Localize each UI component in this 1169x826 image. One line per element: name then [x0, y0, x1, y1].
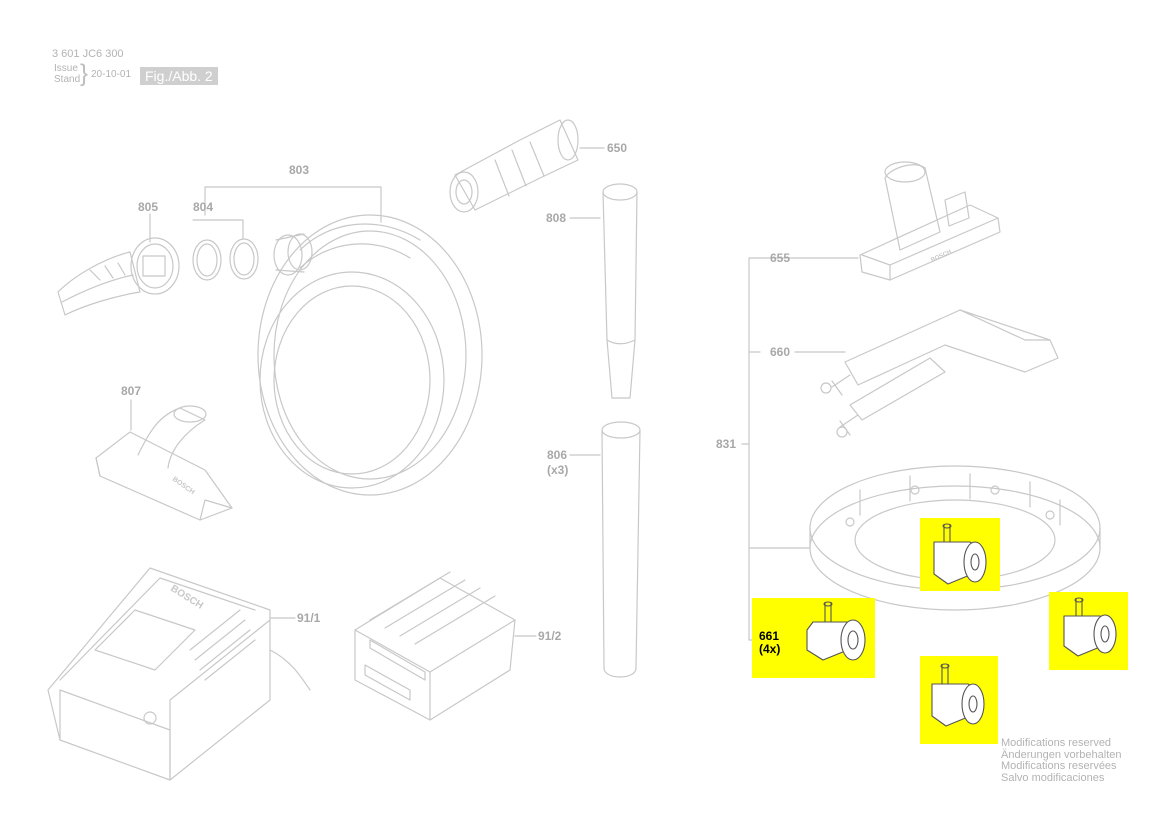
caster-2	[933, 523, 987, 585]
floor-nozzle-brand-mark: BOSCH	[930, 249, 952, 264]
issue-date: 20-10-01	[91, 69, 132, 80]
upholstery-nozzle-drawing	[95, 405, 233, 521]
leader-804	[192, 219, 244, 239]
label-804: 804	[193, 200, 213, 214]
note-line-de: Änderungen vorbehalten	[1001, 748, 1122, 761]
brace-glyph: }	[80, 60, 89, 87]
note-line-en: Modifications reserved	[1001, 737, 1112, 749]
floor-nozzle-drawing	[859, 161, 1001, 281]
label-803: 803	[289, 163, 309, 177]
adapter-drawing	[449, 119, 579, 213]
stand-label: Stand	[54, 74, 81, 85]
label-661-qty: (4x)	[759, 642, 780, 656]
hose-drawing	[257, 214, 483, 496]
extension-tube-drawing	[601, 421, 641, 678]
seal-rings-drawing	[192, 238, 259, 281]
document-number: 3 601 JC6 300	[52, 48, 124, 60]
charger-drawing	[47, 567, 311, 781]
battery-drawing	[354, 571, 516, 721]
label-661: 661	[759, 629, 779, 643]
label-831: 831	[716, 437, 736, 451]
crevice-nozzle-drawing	[602, 183, 638, 399]
handle-drawing	[57, 237, 180, 316]
label-655: 655	[770, 251, 790, 265]
note-line-es: Salvo modificaciones	[1001, 771, 1105, 784]
note-line-fr: Modifications reservées	[1001, 760, 1117, 772]
issue-label: Issue	[54, 63, 78, 74]
label-805: 805	[138, 200, 158, 214]
leader-803	[204, 186, 382, 223]
label-91-2: 91/2	[538, 629, 562, 643]
caster-1	[806, 601, 866, 661]
figure-label: Fig./Abb. 2	[140, 67, 218, 85]
label-806: 806	[547, 448, 567, 462]
label-806-qty: (x3)	[547, 463, 568, 477]
label-650: 650	[607, 141, 627, 155]
caster-4	[931, 663, 985, 727]
label-807: 807	[121, 384, 141, 398]
caster-3	[1063, 597, 1117, 657]
label-660: 660	[770, 345, 790, 359]
modifications-note: Modifications reserved Änderungen vorbeh…	[1001, 737, 1122, 784]
nozzle-brand-mark: BOSCH	[171, 476, 196, 496]
shoulder-strap-drawing	[820, 309, 1059, 438]
label-808: 808	[546, 211, 566, 225]
bracket-831	[748, 257, 796, 641]
label-91-1: 91/1	[297, 611, 321, 625]
